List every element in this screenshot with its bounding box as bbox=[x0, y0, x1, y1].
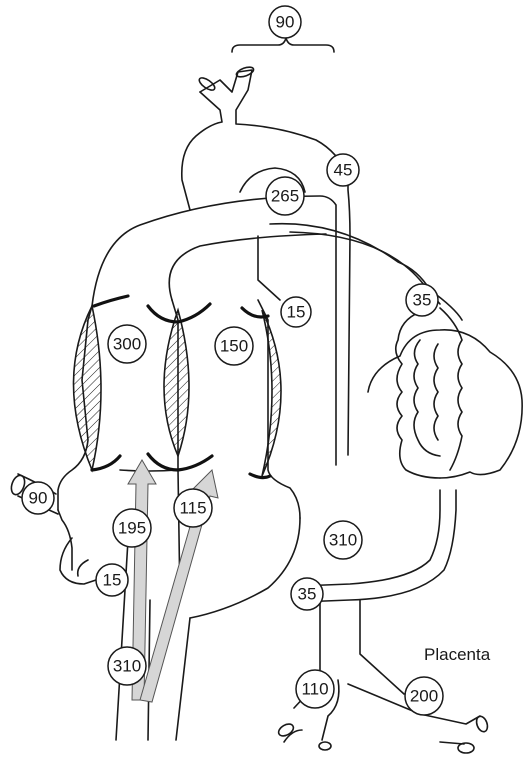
svg-text:15: 15 bbox=[287, 303, 306, 322]
svg-text:300: 300 bbox=[113, 335, 141, 354]
flow-badge-aortic-isthmus: 45 bbox=[327, 154, 359, 186]
septa-hatched bbox=[74, 306, 282, 476]
svg-text:150: 150 bbox=[220, 337, 248, 356]
svg-text:90: 90 bbox=[276, 13, 295, 32]
lung-lobe bbox=[368, 308, 522, 478]
svg-text:45: 45 bbox=[334, 161, 353, 180]
svg-text:35: 35 bbox=[298, 585, 317, 604]
svg-text:195: 195 bbox=[118, 519, 146, 538]
svg-text:310: 310 bbox=[329, 531, 357, 550]
flow-badge-portal-sinus: 35 bbox=[291, 578, 323, 610]
flow-badge-umbilical-arteries: 200 bbox=[405, 677, 443, 715]
flow-badge-top: 90 bbox=[269, 6, 301, 38]
svg-text:115: 115 bbox=[179, 499, 206, 518]
flow-badge-tricuspid: 115 bbox=[174, 489, 212, 527]
flow-badge-left-ventricle: 300 bbox=[108, 325, 146, 363]
flow-badge-ductus-venosus: 35 bbox=[406, 284, 438, 316]
svg-text:35: 35 bbox=[413, 291, 432, 310]
flow-badge-ductus-top: 15 bbox=[281, 297, 311, 327]
flow-badge-right-ventricle: 150 bbox=[215, 327, 253, 365]
svg-text:200: 200 bbox=[410, 687, 438, 706]
umbilical-vein-path bbox=[300, 490, 440, 586]
placenta-label: Placenta bbox=[424, 645, 491, 664]
flow-badge-left-atrium-return: 15 bbox=[96, 564, 128, 596]
flow-badge-svc-left: 90 bbox=[22, 482, 54, 514]
top-brace bbox=[232, 38, 334, 52]
svg-text:310: 310 bbox=[113, 657, 141, 676]
svg-text:265: 265 bbox=[271, 187, 299, 206]
flow-badge-ivc: 310 bbox=[324, 521, 362, 559]
flow-badge-foramen-ovale: 195 bbox=[113, 509, 151, 547]
aortic-arch bbox=[182, 65, 350, 455]
svg-text:90: 90 bbox=[29, 489, 48, 508]
svg-text:15: 15 bbox=[103, 571, 122, 590]
flow-badge-aortic-arch: 265 bbox=[266, 177, 304, 215]
flow-badge-descending-aorta: 110 bbox=[296, 670, 334, 708]
svg-text:110: 110 bbox=[301, 680, 328, 699]
flow-badge-umbilical-vein: 310 bbox=[108, 647, 146, 685]
